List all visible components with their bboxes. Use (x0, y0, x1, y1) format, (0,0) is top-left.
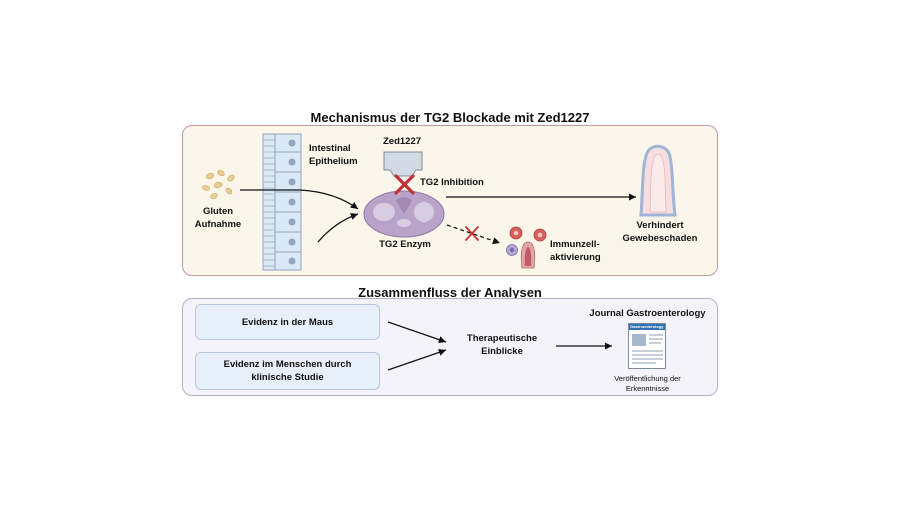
journal-cover-title: Gastroenterology (629, 324, 665, 330)
blocked-x-icon (465, 226, 479, 241)
journal-cover-figure (632, 334, 646, 346)
inhibition-label: TG2 Inhibition (420, 177, 484, 188)
tg2-enzyme-icon (363, 190, 445, 238)
analysis-title: Zusammenfluss der Analysen (358, 285, 542, 300)
journal-name: Journal Gastroenterology (589, 308, 706, 319)
evidence-human-box: Evidenz im Menschen durch klinische Stud… (195, 352, 380, 390)
gluten-label: Gluten Aufnahme (194, 206, 242, 230)
journal-cover-icon: Gastroenterology (628, 323, 666, 369)
drug-label: Zed1227 (383, 136, 422, 147)
intestinal-villus-icon (639, 144, 677, 217)
gluten-grains-icon (202, 169, 235, 200)
mechanism-title: Mechanismus der TG2 Blockade mit Zed1227 (310, 110, 590, 125)
epithelium-icon (262, 133, 302, 271)
outcome-label: Verhindert Gewebeschaden (622, 220, 698, 244)
insights-label: Therapeutische Einblicke (466, 333, 538, 357)
epithelium-label: Intestinal Epithelium (309, 143, 358, 167)
immune-cells-icon (506, 226, 547, 269)
enzyme-label: TG2 Enzym (379, 239, 431, 250)
immune-label: Immunzell- aktivierung (550, 239, 601, 263)
publication-label: Veröffentlichung der Erkenntnisse (614, 374, 681, 393)
inhibition-x-icon (394, 174, 415, 195)
evidence-mouse-box: Evidenz in der Maus (195, 304, 380, 340)
